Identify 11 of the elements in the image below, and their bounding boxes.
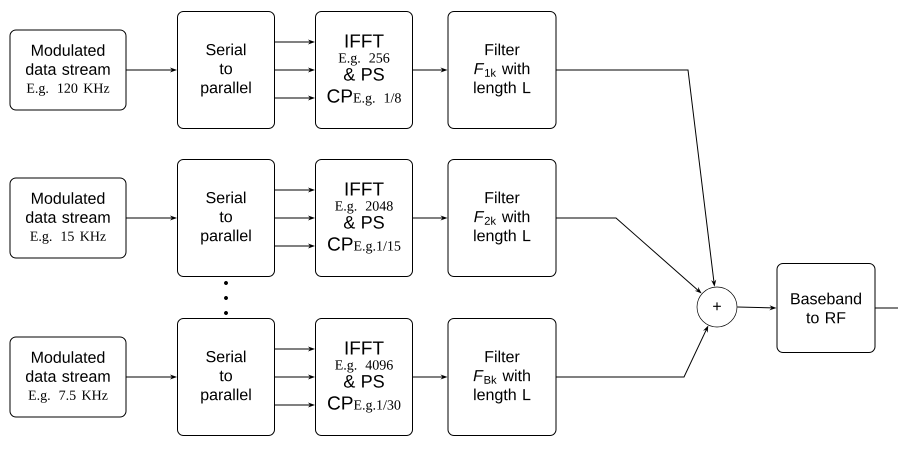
- process-box: Baseband to RF: [776, 263, 876, 353]
- filter-box: Filter F$_{2k}$ with length L: [448, 159, 556, 277]
- filter-box: Filter F$_{1k}$ with length L: [448, 11, 556, 129]
- process-box: Serial to parallel: [177, 11, 275, 129]
- filter-box: Filter F$_{Bk}$ with length L: [448, 318, 556, 436]
- source-box: Modulated data stream E.g. 7.5 KHz: [10, 336, 126, 418]
- process-box: Serial to parallel: [177, 318, 275, 436]
- process-box: Serial to parallel: [177, 159, 275, 277]
- source-box: Modulated data stream E.g. 15 KHz: [10, 178, 126, 258]
- summing-junction: +: [696, 286, 738, 328]
- source-box: Modulated data stream E.g. 120 KHz: [10, 30, 126, 110]
